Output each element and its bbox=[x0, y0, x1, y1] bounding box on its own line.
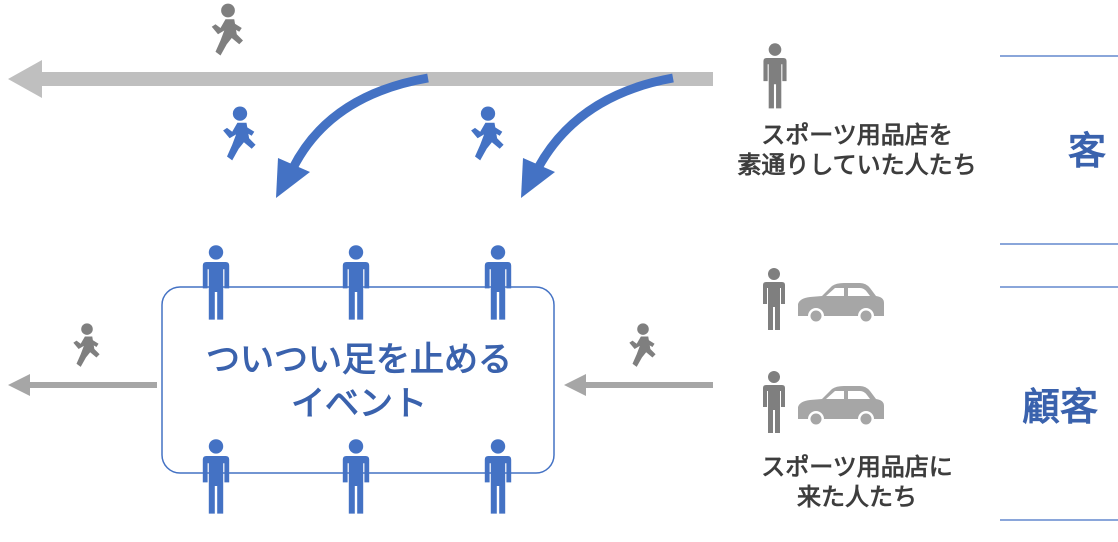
entry-arrow bbox=[564, 374, 713, 396]
running-person-icon bbox=[629, 323, 656, 367]
street-people-line2: 素通りしていた人たち bbox=[737, 151, 977, 179]
car-icon bbox=[798, 283, 884, 324]
event-line1: ついつい足を止める bbox=[206, 340, 512, 380]
exit-arrow bbox=[8, 374, 157, 396]
standing-person-icon bbox=[763, 43, 787, 109]
curved-arrow-left-head bbox=[276, 158, 310, 198]
street-arrow bbox=[8, 60, 713, 98]
curved-arrow-right bbox=[534, 73, 674, 171]
category-bottom-label: 顧客 bbox=[1022, 385, 1099, 429]
street-people-label: スポーツ用品店を 素通りしていた人たち bbox=[727, 120, 987, 180]
running-person-icon bbox=[223, 106, 256, 161]
standing-person-icon bbox=[763, 371, 785, 433]
curved-arrow-left bbox=[288, 73, 429, 171]
standing-person-icon bbox=[763, 268, 785, 330]
running-person-icon bbox=[211, 3, 243, 56]
store-visitors-line1: スポーツ用品店に bbox=[761, 453, 953, 481]
running-person-icon bbox=[73, 323, 100, 367]
event-label: ついつい足を止める イベント bbox=[165, 338, 553, 426]
running-person-icon bbox=[471, 106, 504, 161]
curved-arrow-right-head bbox=[521, 158, 555, 198]
store-visitors-line2: 来た人たち bbox=[797, 483, 917, 511]
category-top-label: 客 bbox=[1068, 129, 1107, 173]
street-people-line1: スポーツ用品店を bbox=[761, 121, 953, 149]
store-visitors-label: スポーツ用品店に 来た人たち bbox=[727, 452, 987, 512]
event-line2: イベント bbox=[291, 384, 427, 425]
car-icon bbox=[798, 386, 884, 427]
